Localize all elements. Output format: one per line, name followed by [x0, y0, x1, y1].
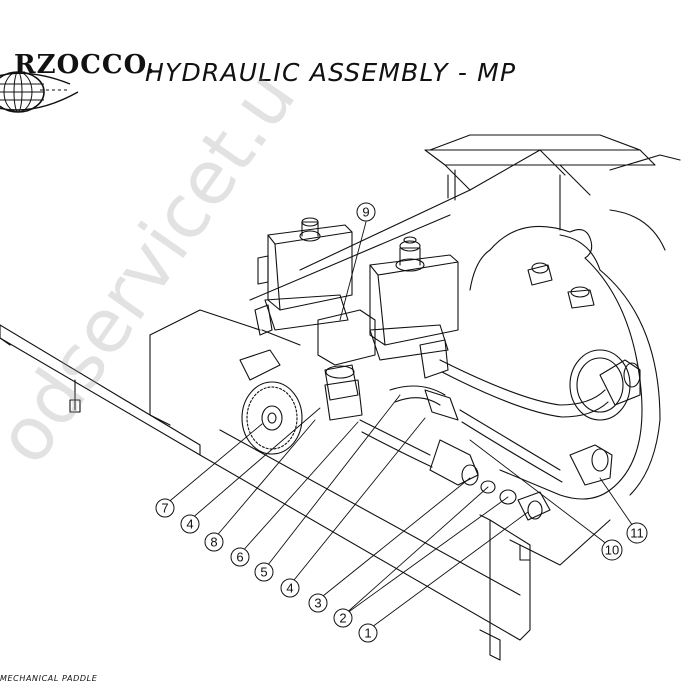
pipes — [359, 359, 609, 521]
callout-markers: 9 7 4 8 6 5 4 3 2 1 10 11 — [155, 202, 648, 643]
callout-c7: 7 — [155, 498, 175, 518]
callout-c8: 8 — [204, 532, 224, 552]
callout-label: 4 — [186, 517, 193, 532]
callout-circle — [333, 608, 353, 628]
solenoid-valve-right — [369, 236, 459, 379]
callout-circle — [358, 623, 378, 643]
callout-label: 1 — [364, 626, 371, 641]
callout-circle — [155, 498, 175, 518]
callout-label: 6 — [236, 550, 243, 565]
callout-c6: 6 — [230, 547, 250, 567]
gear-flow-meter — [241, 381, 303, 455]
brand-wordmark: RZOCCO. — [14, 50, 156, 80]
callout-circle — [280, 578, 300, 598]
callout-label: 4 — [286, 581, 293, 596]
page-title: HYDRAULIC ASSEMBLY - MP — [145, 58, 517, 87]
callout-label: 8 — [210, 535, 217, 550]
callout-circle — [204, 532, 224, 552]
callout-c4a: 4 — [180, 514, 200, 534]
callout-circle — [230, 547, 250, 567]
brand-logo — [0, 40, 130, 150]
callout-leaders — [164, 221, 638, 631]
frame-back-rail — [424, 134, 656, 231]
callout-label: 2 — [339, 611, 346, 626]
boiler-end-plate — [469, 154, 681, 500]
callout-circle — [601, 539, 623, 561]
callout-label: 9 — [362, 205, 369, 220]
callout-circle — [626, 522, 648, 544]
callout-label: 11 — [630, 526, 644, 541]
callout-c1: 1 — [358, 623, 378, 643]
callout-c3: 3 — [308, 593, 328, 613]
callout-circle — [356, 202, 376, 222]
callout-c9: 9 — [356, 202, 376, 222]
callout-circle — [308, 593, 328, 613]
solenoid-valve-left — [254, 217, 353, 336]
callout-label: 7 — [161, 501, 168, 516]
callout-c4b: 4 — [280, 578, 300, 598]
callout-circle — [180, 514, 200, 534]
callout-c11: 11 — [626, 522, 648, 544]
callout-c2: 2 — [333, 608, 353, 628]
globe-logo-icon — [0, 71, 79, 113]
callout-c10: 10 — [601, 539, 623, 561]
callout-label: 10 — [605, 543, 619, 558]
boiler-fittings — [527, 262, 641, 486]
footer-note: MECHANICAL PADDLE — [0, 674, 98, 683]
callout-label: 5 — [260, 565, 267, 580]
callout-label: 3 — [314, 596, 321, 611]
callout-circle — [254, 562, 274, 582]
frame-base-rail — [0, 309, 261, 456]
callout-c5: 5 — [254, 562, 274, 582]
frame-diagonal — [249, 149, 541, 301]
valve-manifold — [239, 309, 376, 421]
frame-front-plate — [199, 429, 611, 661]
